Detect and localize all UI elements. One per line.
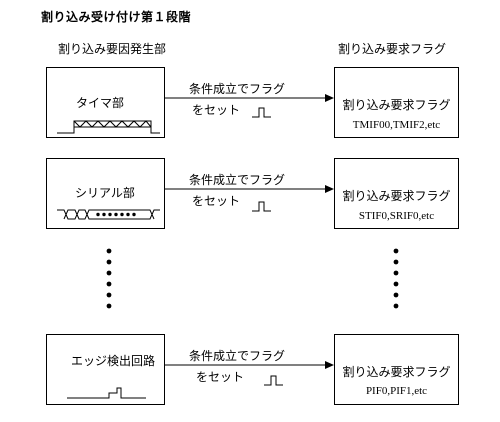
timer-arrow-caption-top: 条件成立でフラグ — [189, 82, 286, 96]
timer-source-label: タイマ部 — [76, 96, 125, 110]
edge-source-box: エッジ検出回路 — [46, 334, 165, 405]
source-column-header: 割り込み要因発生部 — [58, 42, 167, 56]
serial-set-pulse — [252, 201, 271, 212]
timer-flag-codes: TMIF00,TMIF2,etc — [352, 119, 441, 131]
edge-flag-label: 割り込み要求フラグ — [342, 365, 451, 379]
serial-arrow-caption-bottom: をセット — [192, 194, 241, 208]
edge-flag-box: 割り込み要求フラグ PIF0,PIF1,etc — [334, 334, 459, 405]
edge-source-label: エッジ検出回路 — [71, 354, 156, 368]
diagram-title: 割り込み受け付け第１段階 — [41, 10, 192, 24]
flag-column-header: 割り込み要求フラグ — [338, 42, 447, 56]
timer-waveform — [57, 120, 160, 134]
timer-flag-label: 割り込み要求フラグ — [342, 98, 451, 112]
flag-continuation-dots — [393, 248, 399, 309]
edge-arrow-caption-top: 条件成立でフラグ — [189, 349, 286, 363]
serial-arrow-caption-top: 条件成立でフラグ — [189, 173, 286, 187]
edge-flag-codes: PIF0,PIF1,etc — [365, 385, 428, 397]
edge-waveform — [67, 387, 146, 399]
serial-flag-codes: STIF0,SRIF0,etc — [358, 210, 435, 222]
serial-flag-label: 割り込み要求フラグ — [342, 189, 451, 203]
source-continuation-dots — [106, 248, 112, 309]
serial-source-box: シリアル部 — [46, 158, 165, 229]
timer-arrow-caption-bottom: をセット — [192, 103, 241, 117]
serial-flag-box: 割り込み要求フラグ STIF0,SRIF0,etc — [334, 158, 459, 229]
serial-source-label: シリアル部 — [75, 186, 135, 200]
timer-flag-box: 割り込み要求フラグ TMIF00,TMIF2,etc — [334, 67, 459, 138]
timer-set-pulse — [252, 107, 271, 118]
edge-set-pulse — [264, 375, 283, 386]
serial-waveform — [57, 209, 160, 220]
edge-arrow-caption-bottom: をセット — [196, 370, 245, 384]
